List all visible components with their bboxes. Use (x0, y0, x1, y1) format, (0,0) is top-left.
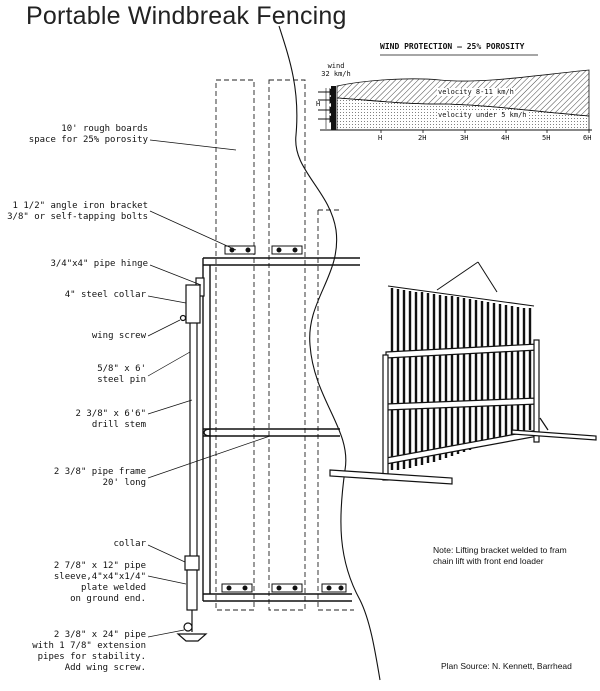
inset-x-tick: 5H (542, 134, 551, 142)
inset-h-label: H (316, 100, 321, 108)
callout-steel-collar: 4" steel collar (64, 290, 146, 300)
inset-title: WIND PROTECTION — 25% POROSITY (380, 42, 525, 51)
callout-pipe-sleeve: 2 7/8" x 12" pipe sleeve,4"x4"x1/4" plat… (53, 561, 146, 604)
callout-collar: collar (113, 539, 146, 549)
bottom-collar (184, 555, 200, 571)
board-2 (268, 79, 306, 611)
board-3 (317, 210, 354, 611)
pipe-sleeve (186, 569, 198, 611)
pipe-frame (202, 257, 360, 602)
callout-extension-pipe: 2 3/8" x 24" pipe with 1 7/8" extension … (32, 630, 146, 673)
inset-fence (331, 86, 336, 130)
inset-x-tick: 2H (418, 134, 427, 142)
angle-brackets (221, 245, 347, 593)
inset-zone-lower-label: velocity under 5 km/h (437, 111, 528, 119)
callout-pipe-hinge: 3/4"x4" pipe hinge (50, 259, 148, 269)
inset-zone-upper-label: velocity 8-11 km/h (437, 88, 515, 96)
lifting-bracket-note: Note: Lifting bracket welded to fram cha… (433, 545, 567, 566)
callout-wing-screw: wing screw (91, 331, 146, 341)
inset-x-tick: 3H (460, 134, 469, 142)
fence-perspective-view (329, 261, 597, 485)
callout-angle-iron-bracket: 1 1/2" angle iron bracket 3/8" or self-t… (7, 201, 148, 222)
leader-lines (147, 139, 271, 638)
hinge-assembly (176, 277, 208, 642)
plan-source: Plan Source: N. Kennett, Barrhead (441, 661, 572, 671)
vertical-boards (215, 79, 354, 611)
callout-rough-boards: 10' rough boards space for 25% porosity (28, 124, 148, 145)
steel-collar (185, 284, 201, 324)
fence-boards (390, 288, 532, 470)
callout-pipe-frame: 2 3/8" pipe frame 20' long (53, 467, 146, 488)
inset-x-tick: 4H (501, 134, 510, 142)
cutaway-edge (278, 25, 381, 681)
inset-x-tick: 6H (583, 134, 592, 142)
callout-drill-stem: 2 3/8" x 6'6" drill stem (75, 409, 146, 430)
callout-steel-pin: 5/8" x 6' steel pin (97, 364, 146, 385)
page-title: Portable Windbreak Fencing (26, 2, 347, 30)
inset-x-tick: H (378, 134, 383, 142)
inset-wind-label: wind 32 km/h (321, 62, 351, 78)
board-1 (215, 79, 255, 611)
